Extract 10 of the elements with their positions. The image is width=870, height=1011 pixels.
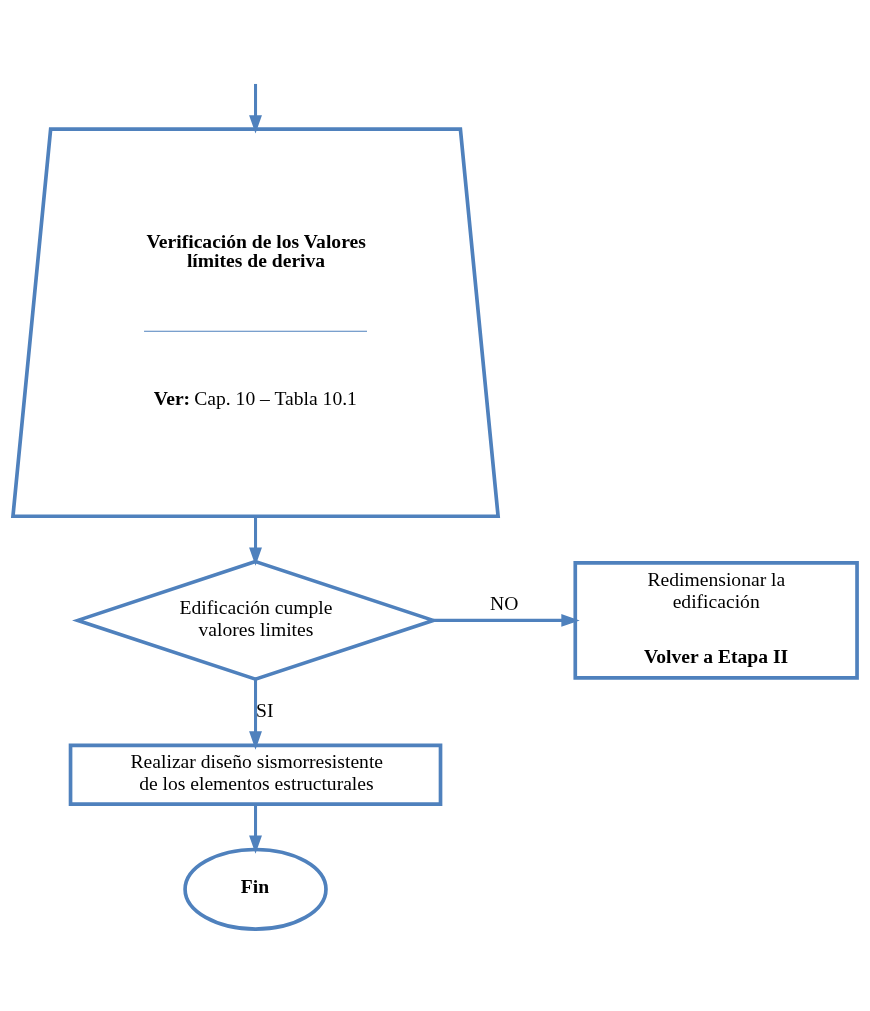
edge-label: SI <box>255 699 274 721</box>
arrow <box>249 678 262 750</box>
arrow <box>249 803 262 854</box>
node-box: Realizar diseño sismorresistente de los elementos estructurales <box>68 743 443 806</box>
arrow <box>249 83 262 134</box>
arrow <box>249 515 262 566</box>
node-box: Redimensionar la edificación Volver a Etapa II <box>573 560 859 680</box>
edge-label: NO <box>490 592 519 614</box>
arrow <box>433 613 580 627</box>
node-ellipse: Fin <box>183 847 328 931</box>
